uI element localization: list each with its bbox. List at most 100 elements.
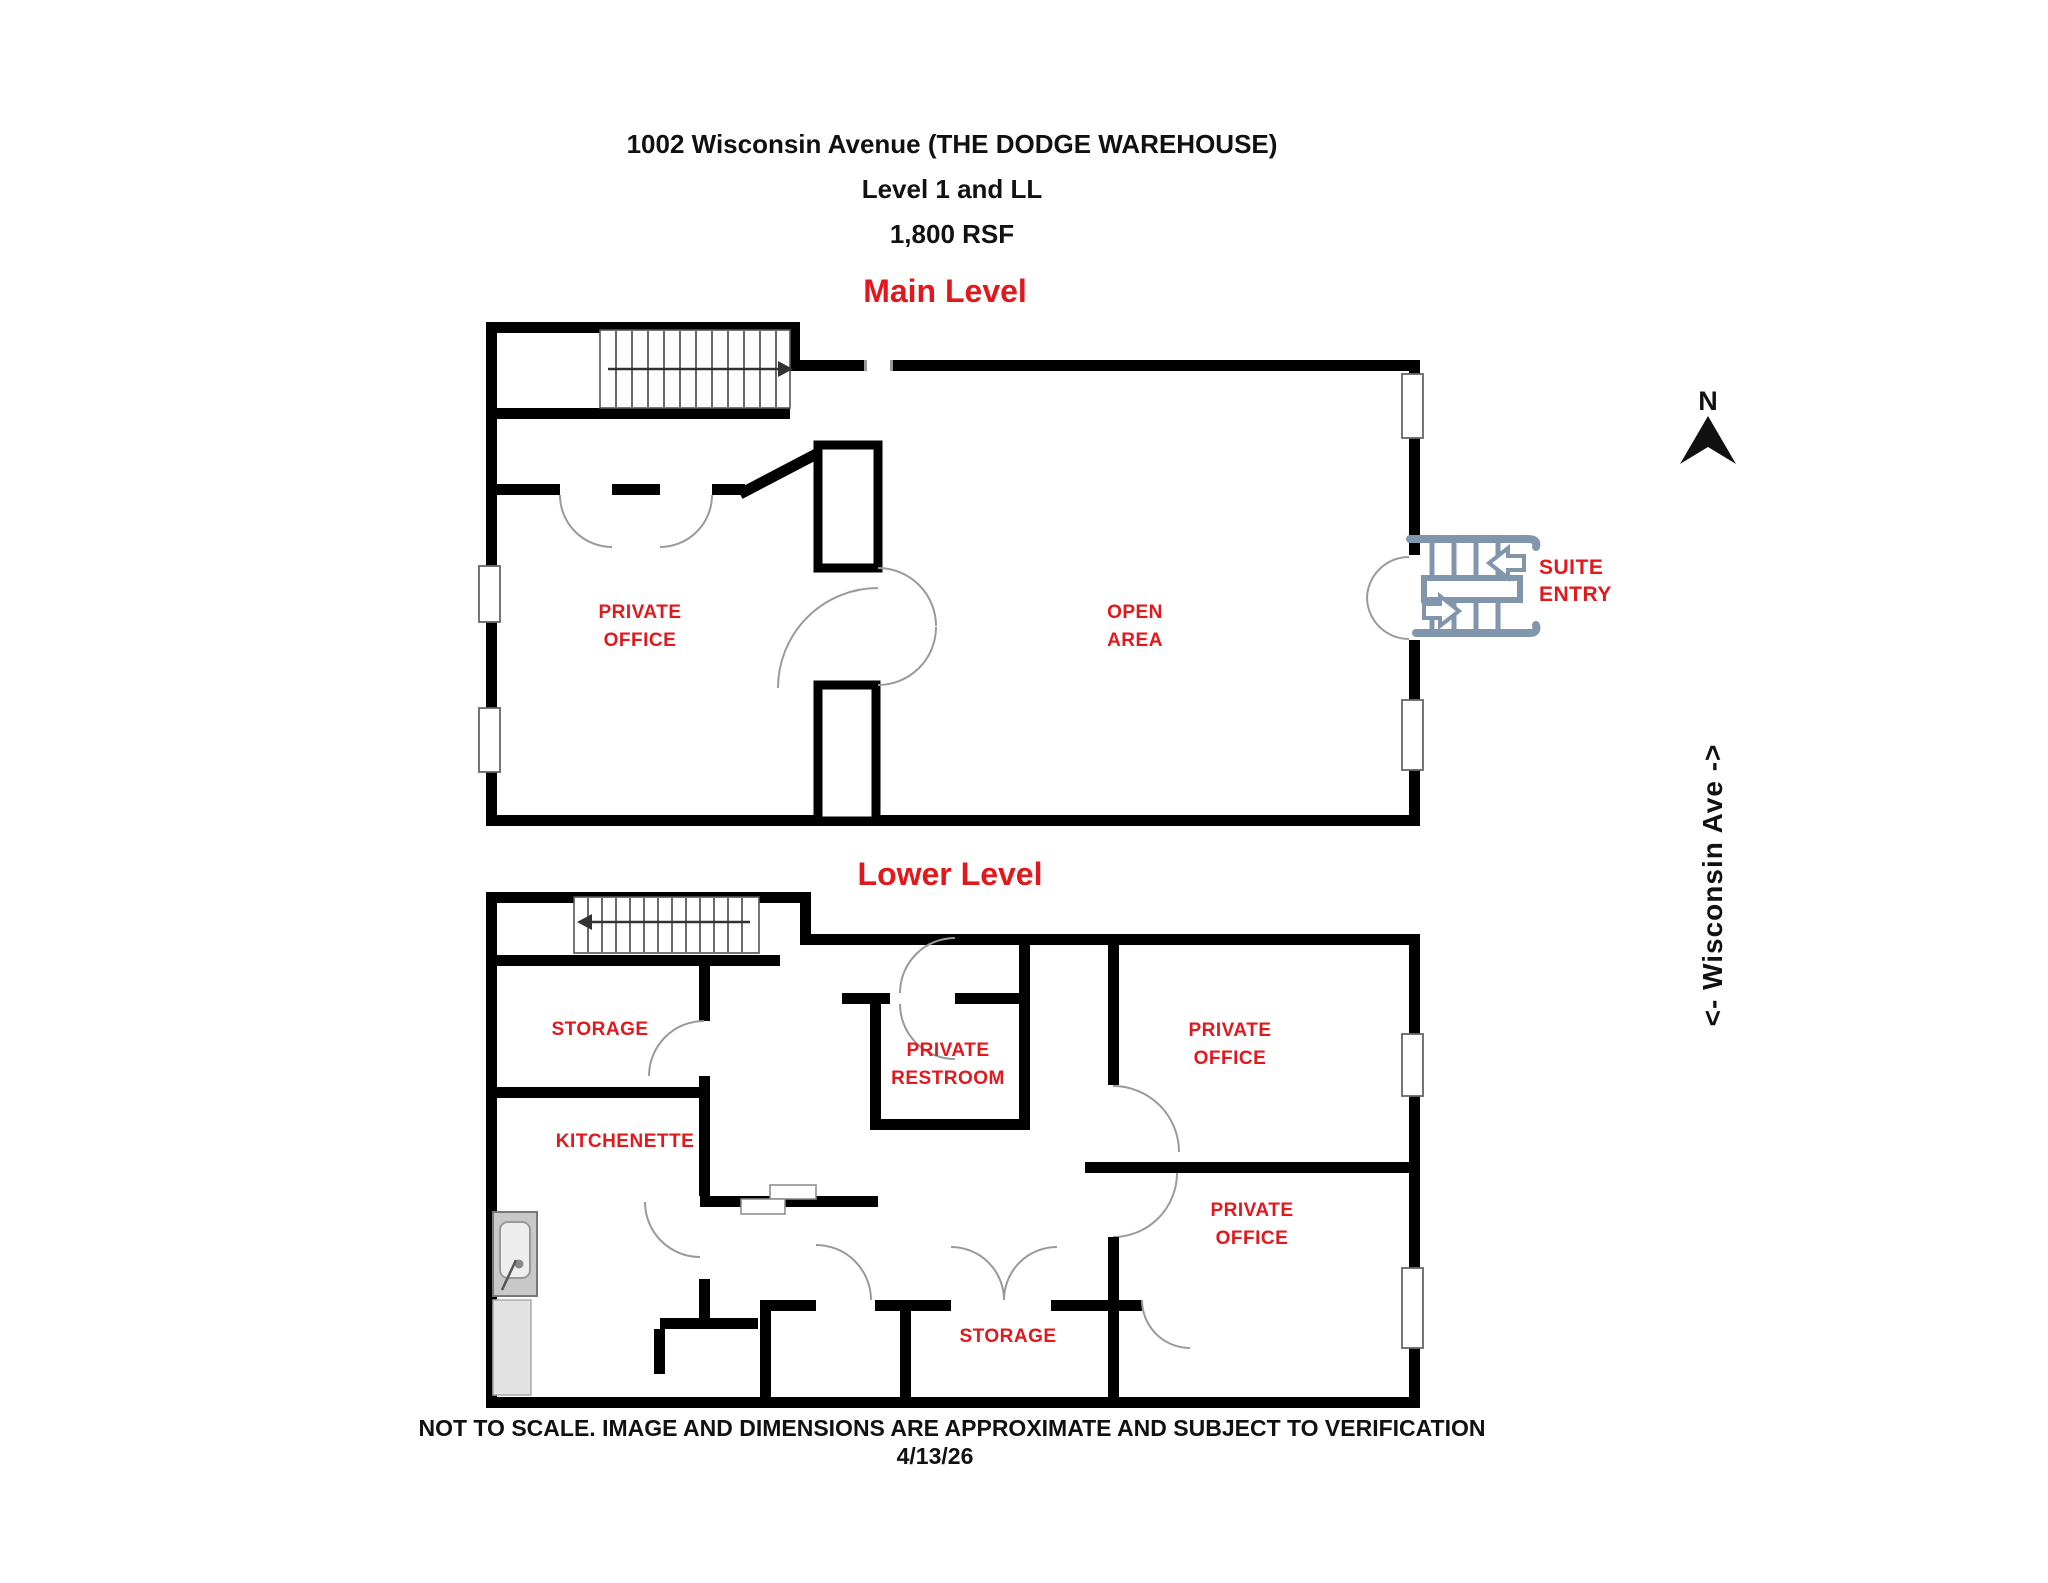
door-arc: [1112, 1085, 1180, 1153]
north-arrow-icon: [1680, 416, 1736, 464]
room-label-private-office-upper: PRIVATE: [1188, 1020, 1271, 1041]
wall: [612, 484, 660, 495]
compass: N: [1680, 386, 1736, 464]
door-arc: [899, 1003, 956, 1060]
door-arc: [1003, 1246, 1058, 1301]
wall: [893, 360, 1420, 371]
interior-stairs-icon: [486, 329, 793, 419]
stair-arrow-head: [778, 361, 793, 377]
wall: [699, 966, 710, 1021]
suite-entry-label: ENTRY: [1539, 583, 1612, 606]
window: [1401, 373, 1424, 439]
disclaimer-text: NOT TO SCALE. IMAGE AND DIMENSIONS ARE A…: [418, 1415, 1485, 1441]
sink-basin: [499, 1221, 531, 1279]
closet-wall-box: [813, 680, 881, 826]
date-text: 4/13/26: [897, 1443, 974, 1469]
footer: NOT TO SCALE. IMAGE AND DIMENSIONS ARE A…: [418, 1415, 1485, 1469]
wall: [712, 484, 745, 495]
door-arc: [950, 1246, 1005, 1301]
cased-opening: [740, 1198, 786, 1215]
bottom-storage-walls: [911, 1246, 1058, 1311]
door-arc: [659, 494, 713, 548]
wall: [1085, 1162, 1420, 1173]
stair-landing: [1421, 575, 1523, 603]
wisconsin-ave-label: <- Wisconsin Ave ->: [1697, 744, 1728, 1027]
door-arc: [1141, 1299, 1191, 1349]
window: [1401, 699, 1424, 771]
door-arc: [777, 587, 879, 689]
door-arc: [644, 1201, 701, 1258]
room-label-private-office-lower: PRIVATE: [1210, 1200, 1293, 1221]
suite-entry-doors: [1366, 556, 1410, 640]
main-level-plan: Main Level: [478, 273, 1612, 826]
room-label-open-area: AREA: [1107, 630, 1163, 651]
wall: [800, 892, 811, 945]
room-label-kitchenette: KITCHENETTE: [556, 1131, 695, 1152]
stair-rail: [1406, 535, 1541, 551]
wall: [875, 1300, 911, 1311]
room-label-private-restroom: RESTROOM: [891, 1068, 1005, 1089]
room-label-open-area: OPEN: [1107, 602, 1163, 623]
wall: [760, 1300, 771, 1408]
north-label: N: [1698, 386, 1718, 416]
sink-faucet: [500, 1259, 518, 1291]
main-level-title: Main Level: [863, 273, 1027, 309]
down-arrow-icon: [1422, 591, 1463, 631]
wall: [800, 934, 1420, 945]
door-arc: [815, 1244, 872, 1301]
wall: [789, 322, 800, 371]
room-label-private-office: PRIVATE: [598, 602, 681, 623]
door-arc: [559, 494, 613, 548]
private-restroom-walls: [842, 937, 1030, 1130]
wall: [760, 1300, 816, 1311]
wall: [1051, 1300, 1142, 1311]
sink-icon: [492, 1211, 538, 1297]
room-label-private-office-upper: OFFICE: [1194, 1048, 1267, 1069]
wall: [486, 815, 1420, 826]
wall: [1019, 993, 1030, 1130]
door-arc: [877, 626, 937, 686]
wall: [1108, 945, 1119, 1085]
wall: [800, 360, 866, 371]
wall: [911, 1300, 951, 1311]
counter-icon: [492, 1299, 532, 1396]
cased-opening: [769, 1184, 817, 1200]
bottom-room-walls: [760, 1244, 911, 1408]
lower-level-plan: Lower Level: [486, 856, 1424, 1408]
room-label-private-office: OFFICE: [604, 630, 677, 651]
room-label-storage-lower: STORAGE: [959, 1326, 1056, 1347]
wall: [700, 1196, 878, 1207]
door-arc: [1366, 556, 1410, 600]
wall: [486, 1397, 1420, 1408]
wall: [1409, 360, 1420, 555]
wall: [1019, 945, 1030, 993]
door-arc: [1112, 1172, 1178, 1238]
room-label-private-office-lower: OFFICE: [1216, 1228, 1289, 1249]
window: [478, 565, 501, 623]
wall: [660, 1318, 758, 1329]
wall: [486, 408, 790, 419]
wall: [1108, 1311, 1119, 1408]
suite-entry-label: SUITE: [1539, 556, 1603, 579]
sink-drain: [514, 1259, 524, 1269]
exterior-stairs-icon: [1406, 535, 1541, 637]
header: 1002 Wisconsin Avenue (THE DODGE WAREHOU…: [627, 129, 1278, 249]
wall: [1108, 1237, 1119, 1311]
lower-level-title: Lower Level: [858, 856, 1043, 892]
window: [1401, 1267, 1424, 1349]
room-label-private-restroom: PRIVATE: [906, 1040, 989, 1061]
wall: [486, 892, 497, 1408]
room-label-storage-upper: STORAGE: [551, 1019, 648, 1040]
wall: [699, 1098, 710, 1196]
up-arrow-icon: [1485, 543, 1526, 583]
page-rsf: 1,800 RSF: [890, 219, 1014, 249]
interior-stairs-icon: [486, 896, 780, 966]
stair-arrow-head: [577, 914, 592, 930]
door-arc: [648, 1020, 705, 1077]
wall: [486, 484, 560, 495]
wall: [486, 1087, 710, 1098]
door-arc: [899, 937, 956, 994]
wall: [842, 993, 890, 1004]
wall-notch-tick: [864, 360, 867, 371]
